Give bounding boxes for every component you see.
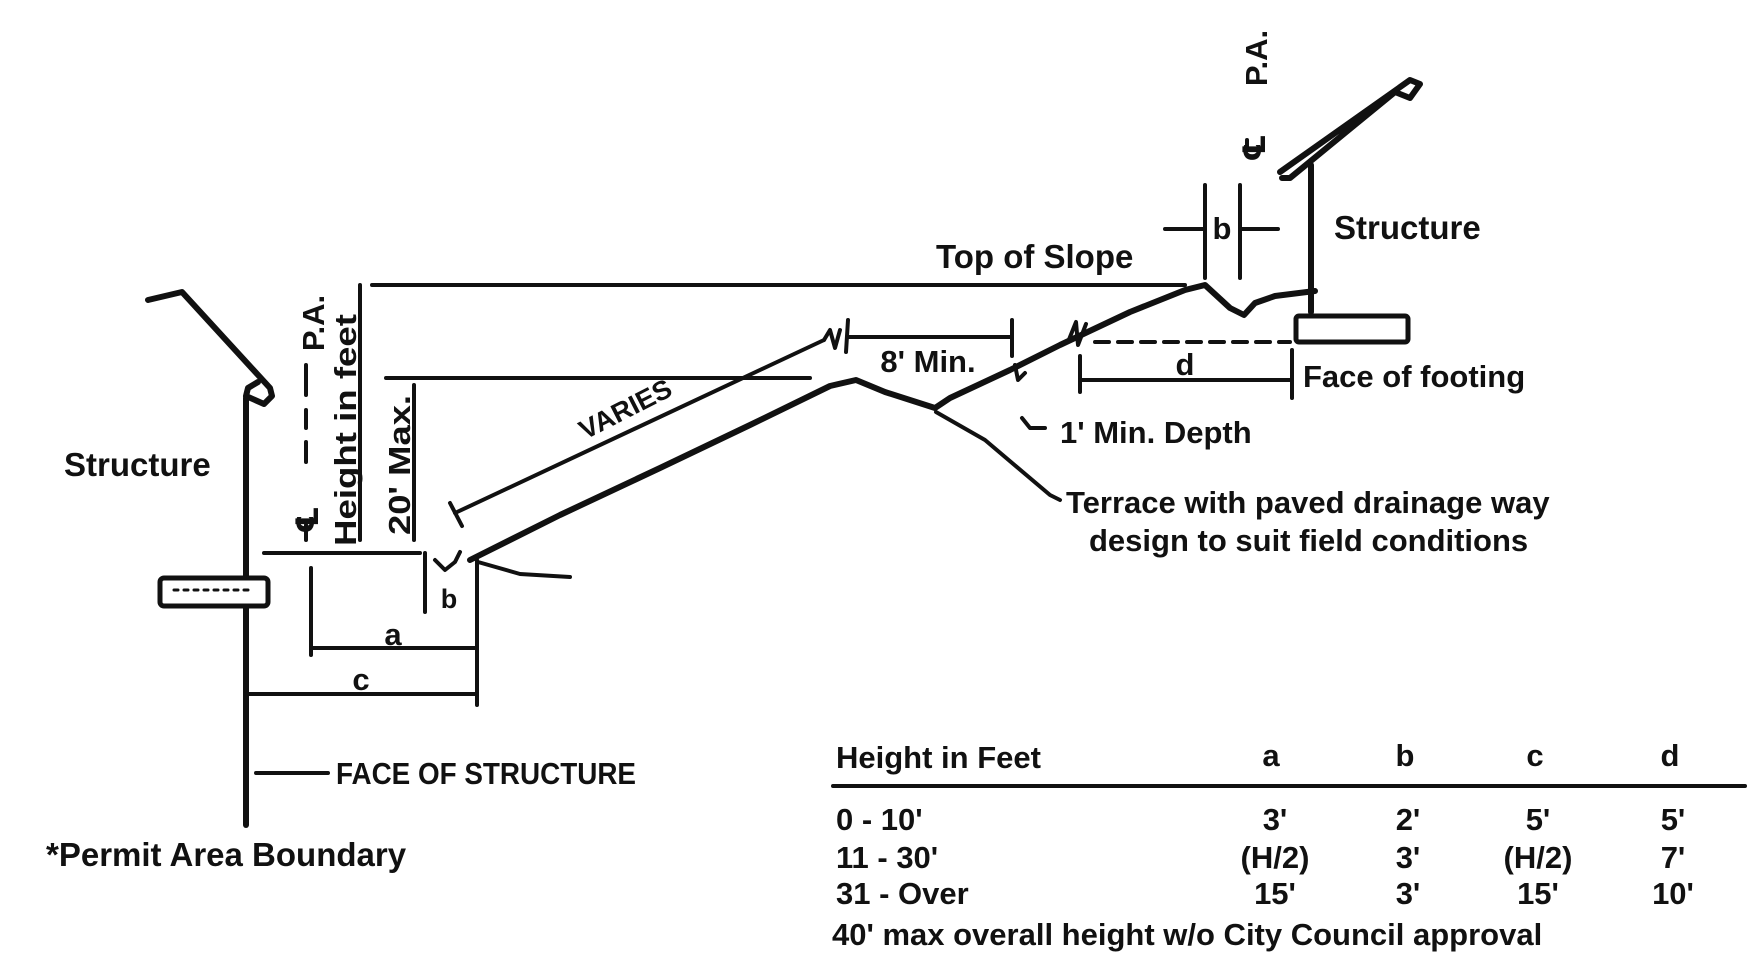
left-pad [262,550,572,707]
table-header-d: d [1661,738,1680,773]
break-mark-right [1066,320,1088,347]
label-pa-right: P.A. [1239,30,1274,86]
table-row-1-c: 5' [1526,802,1551,837]
label-one-min-depth: 1' Min. Depth [1060,415,1252,450]
label-face-of-structure: FACE OF STRUCTURE [336,756,636,791]
table-row-3-d: 10' [1652,876,1694,911]
label-structure-right: Structure [1334,209,1481,246]
label-b-right: b [1213,211,1232,246]
table-row-1-b: 2' [1396,802,1421,837]
table-row-2-c: (H/2) [1504,840,1573,875]
label-top-of-slope: Top of Slope [936,238,1133,275]
label-structure-left: Structure [64,446,211,483]
min-depth-leader [1020,416,1047,430]
table-header-a: a [1262,738,1280,773]
label-terrace-line1: Terrace with paved drainage way [1066,485,1550,520]
label-permit-area: *Permit Area Boundary [46,836,407,873]
setback-table: Height in Feet a b c d 0 - 10' 3' 2' 5' … [831,738,1747,952]
label-eight-min: 8' Min. [880,344,975,379]
left-structure [145,289,275,828]
table-row-2-b: 3' [1396,840,1421,875]
label-twenty-max: 20' Max. [382,395,417,535]
ground-line [467,282,1318,563]
table-row-2-a: (H/2) [1241,840,1310,875]
label-pa-left: P.A. [296,295,331,351]
varies-dimension [448,328,842,528]
label-terrace-line2: design to suit field conditions [1089,523,1528,558]
label-face-of-footing: Face of footing [1303,359,1525,394]
right-footing [1293,313,1411,345]
label-d-right: d [1176,347,1195,382]
label-c-left: c [352,662,369,697]
table-footnote: 40' max overall height w/o City Council … [832,917,1542,952]
label-height-in-feet: Height in feet [328,314,363,546]
right-structure [1277,77,1423,345]
table-row-3-c: 15' [1517,876,1559,911]
table-row-3-b: 3' [1396,876,1421,911]
terrace-notch [1013,363,1027,382]
label-b-left: b [441,584,458,614]
label-a-left: a [384,617,402,652]
table-header-height: Height in Feet [836,740,1041,775]
dimension-b-right [1163,183,1280,280]
table-row-3-a: 15' [1254,876,1296,911]
table-row-2-d: 7' [1661,840,1686,875]
table-header-b: b [1396,738,1415,773]
dimension-d [1078,348,1294,400]
table-header-c: c [1526,738,1543,773]
table-row-2-height: 11 - 30' [836,840,938,875]
table-row-3-height: 31 - Over [836,876,969,911]
toe-swale [433,550,462,572]
left-footing [157,575,271,609]
terrace-leader [934,410,1062,502]
table-row-1-height: 0 - 10' [836,802,923,837]
table-row-1-d: 5' [1661,802,1686,837]
label-centerline-right: ℄ [1237,134,1272,162]
slope-profile [467,282,1318,563]
toe-tail [476,560,572,579]
eight-min-dimension [844,318,1014,358]
label-centerline-left: ℄ [290,506,325,534]
table-row-1-a: 3' [1263,802,1288,837]
left-roof [145,289,275,407]
right-roof [1277,77,1423,181]
